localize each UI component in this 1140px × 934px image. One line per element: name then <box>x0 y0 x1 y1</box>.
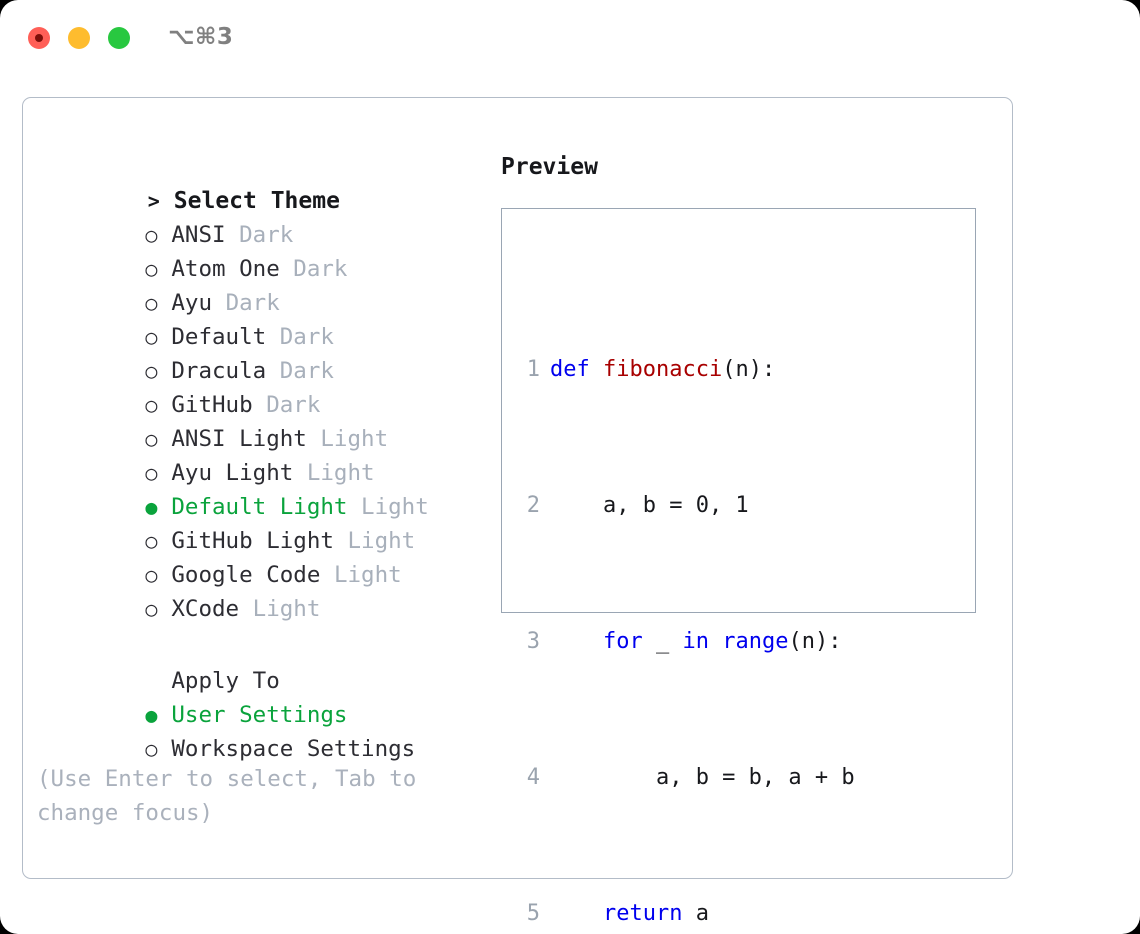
theme-name: XCode <box>171 596 240 622</box>
apply-to-user-settings[interactable]: ● User Settings <box>37 664 477 728</box>
theme-name: ANSI <box>171 222 226 248</box>
code-token <box>550 901 603 926</box>
theme-name: Ayu Light <box>171 460 294 486</box>
close-button[interactable] <box>28 27 50 49</box>
code-token: a, b = 0, 1 <box>550 493 749 518</box>
theme-tag: Dark <box>239 222 294 248</box>
theme-item-default[interactable]: ○ Default Dark <box>37 286 477 350</box>
zoom-button[interactable] <box>108 27 130 49</box>
apply-to-label: Workspace Settings <box>171 736 416 762</box>
theme-name: Default <box>171 324 267 350</box>
code-token: a, b = b, a + b <box>550 765 855 790</box>
theme-name: GitHub Light <box>171 528 334 554</box>
code-token: for <box>602 629 643 654</box>
line-number: 3 <box>526 629 540 654</box>
line-number: 4 <box>526 765 540 790</box>
theme-item-ansi-light[interactable]: ○ ANSI Light Light <box>37 388 477 452</box>
theme-item-github-light[interactable]: ○ GitHub Light Light <box>37 490 477 554</box>
theme-tag: Dark <box>225 290 280 316</box>
code-line: 1 def fibonacci(n): <box>514 353 881 387</box>
minimize-button[interactable] <box>68 27 90 49</box>
code-token: return <box>602 901 683 926</box>
line-number: 1 <box>526 357 540 382</box>
code-line: 5 return a <box>514 897 881 931</box>
line-number: 2 <box>526 493 540 518</box>
theme-name: Ayu <box>171 290 213 316</box>
code-line: 3 for _ in range(n): <box>514 625 881 659</box>
theme-tag: Light <box>347 528 416 554</box>
line-number: 5 <box>526 901 540 926</box>
select-theme-title: Select Theme <box>173 188 340 214</box>
code-token: _ <box>642 629 683 654</box>
theme-item-dracula[interactable]: ○ Dracula Dark <box>37 320 477 384</box>
theme-name: Dracula <box>171 358 267 384</box>
titlebar: ⌥⌘3 <box>0 0 1140 78</box>
code-token: (n): <box>788 629 842 654</box>
code-token: fibonacci <box>602 357 723 382</box>
theme-tag: Light <box>320 426 389 452</box>
theme-tag: Dark <box>279 324 334 350</box>
preview-title: Preview <box>501 154 598 180</box>
apply-to-workspace-settings[interactable]: ○ Workspace Settings <box>37 698 477 762</box>
spacer-glyph: ○ <box>145 664 171 698</box>
code-token: in range <box>682 629 789 654</box>
radio-icon: ○ <box>145 597 158 621</box>
radio-icon: ○ <box>145 325 158 349</box>
theme-tag: Dark <box>293 256 348 282</box>
theme-tag: Dark <box>279 358 334 384</box>
theme-item-github[interactable]: ○ GitHub Dark <box>37 354 477 418</box>
code-line: 4 a, b = b, a + b <box>514 761 881 795</box>
theme-name: ANSI Light <box>171 426 307 452</box>
theme-tag: Dark <box>266 392 321 418</box>
theme-tag: Light <box>306 460 375 486</box>
radio-icon: ○ <box>145 257 158 281</box>
theme-item-xcode[interactable]: ○ XCode Light <box>37 558 477 622</box>
radio-icon: ○ <box>145 427 158 451</box>
code-token <box>550 629 603 654</box>
select-theme-header: > Select Theme <box>37 150 477 214</box>
code-token: a <box>682 901 709 926</box>
radio-selected-icon: ● <box>145 495 158 519</box>
theme-tag: Light <box>333 562 402 588</box>
apply-to-title: Apply To <box>171 668 280 694</box>
radio-icon: ○ <box>145 291 158 315</box>
theme-item-atom-one[interactable]: ○ Atom One Dark <box>37 218 477 282</box>
theme-item-google-code[interactable]: ○ Google Code Light <box>37 524 477 588</box>
code-token: (n): <box>722 357 776 382</box>
theme-tag: Light <box>252 596 321 622</box>
apply-to-header: ○Apply To <box>37 630 477 694</box>
radio-icon: ○ <box>145 223 158 247</box>
theme-selector-panel: >Select Theme ○ANSI Dark ○Atom One Dark … <box>22 97 1013 926</box>
code-token: def <box>550 357 603 382</box>
code-line: 2 a, b = 0, 1 <box>514 489 881 523</box>
theme-tag: Light <box>361 494 429 520</box>
keyboard-hint-text: (Use Enter to select, Tab to change focu… <box>37 766 430 826</box>
radio-icon: ○ <box>145 393 158 417</box>
radio-icon: ○ <box>145 529 158 553</box>
theme-name: Google Code <box>171 562 321 588</box>
radio-icon: ○ <box>145 737 158 761</box>
radio-icon: ○ <box>145 461 158 485</box>
theme-name: Atom One <box>171 256 280 282</box>
theme-item-default-light[interactable]: ● Default Light Light <box>37 456 477 520</box>
radio-icon: ○ <box>145 359 158 383</box>
theme-name: Default Light <box>171 494 348 520</box>
theme-list-column: >Select Theme ○ANSI Dark ○Atom One Dark … <box>37 150 477 830</box>
theme-item-ayu-light[interactable]: ○ Ayu Light Light <box>37 422 477 486</box>
shortcut-label: ⌥⌘3 <box>168 24 234 50</box>
radio-icon: ○ <box>145 563 158 587</box>
theme-item-ansi[interactable]: ○ ANSI Dark <box>37 184 477 248</box>
prompt-caret-icon: > <box>147 189 160 213</box>
theme-item-ayu[interactable]: ○ Ayu Dark <box>37 252 477 316</box>
theme-name: GitHub <box>171 392 253 418</box>
radio-selected-icon: ● <box>145 703 158 727</box>
apply-to-label: User Settings <box>171 702 348 728</box>
